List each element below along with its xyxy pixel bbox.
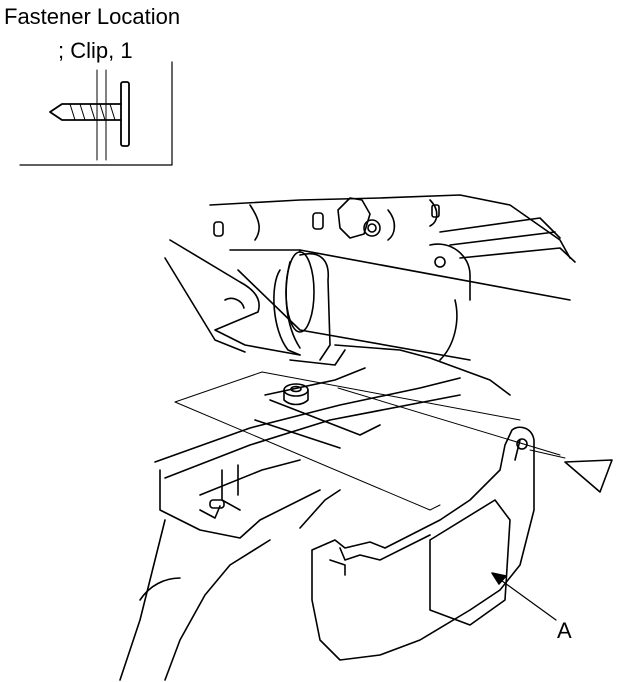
clip-inset xyxy=(19,61,173,166)
column-clamp xyxy=(289,253,511,396)
steering-column-tube xyxy=(229,243,571,361)
inset-title: Fastener Location xyxy=(4,4,181,29)
callout-label-a: A xyxy=(557,618,572,643)
dash-structure xyxy=(209,194,576,263)
lower-column-cover xyxy=(311,426,535,661)
column-bracket-left xyxy=(164,239,301,356)
clip-fastener-icon xyxy=(49,81,130,147)
inset-subtitle: ; Clip, 1 xyxy=(58,38,133,63)
reference-plane xyxy=(174,371,561,511)
lower-support xyxy=(119,489,341,681)
lower-rail xyxy=(154,367,461,539)
clip-location-arrow xyxy=(529,449,613,493)
callout-a-leader xyxy=(491,572,557,621)
top-nut-icon xyxy=(337,197,381,239)
